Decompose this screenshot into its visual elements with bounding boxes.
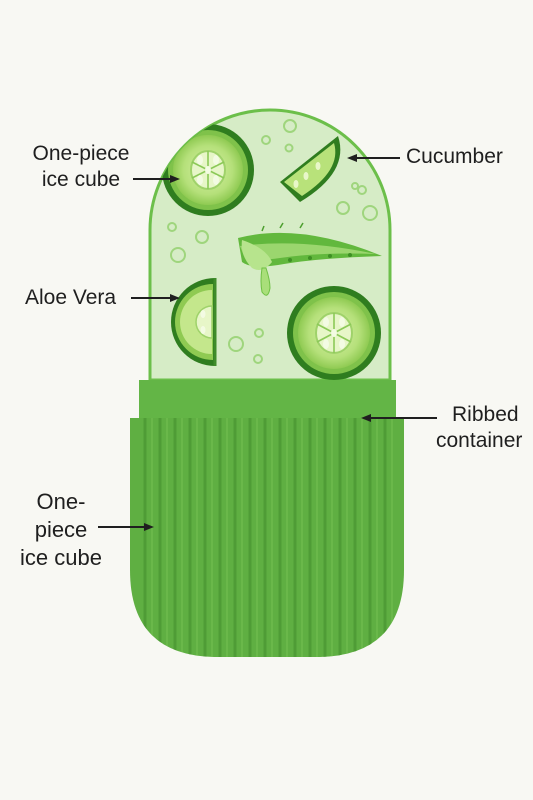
ribbed-container [130, 418, 404, 657]
arrow-icon [361, 414, 437, 422]
label-one-piece-ice-cube-top: One-piece ice cube [32, 142, 130, 191]
cucumber-slice-icon [171, 278, 217, 366]
cucumber-wedge-icon [280, 136, 341, 202]
arrow-icon [131, 294, 180, 302]
capsule-top [148, 108, 392, 382]
arrow-icon [133, 175, 180, 183]
arrow-icon [98, 523, 154, 531]
label-aloe-vera: Aloe Vera [25, 286, 117, 309]
cucumber-slice-icon [287, 286, 381, 380]
cucumber-slice-icon [162, 124, 254, 216]
label-ribbed-container: Ribbed container [436, 403, 523, 452]
capsule-collar [139, 380, 396, 420]
label-cucumber: Cucumber [406, 145, 503, 168]
arrow-icon [347, 154, 400, 162]
aloe-leaf-icon [238, 222, 382, 296]
bubble-icon [167, 119, 378, 364]
label-one-piece-ice-cube-bottom: One- piece ice cube [20, 489, 102, 570]
